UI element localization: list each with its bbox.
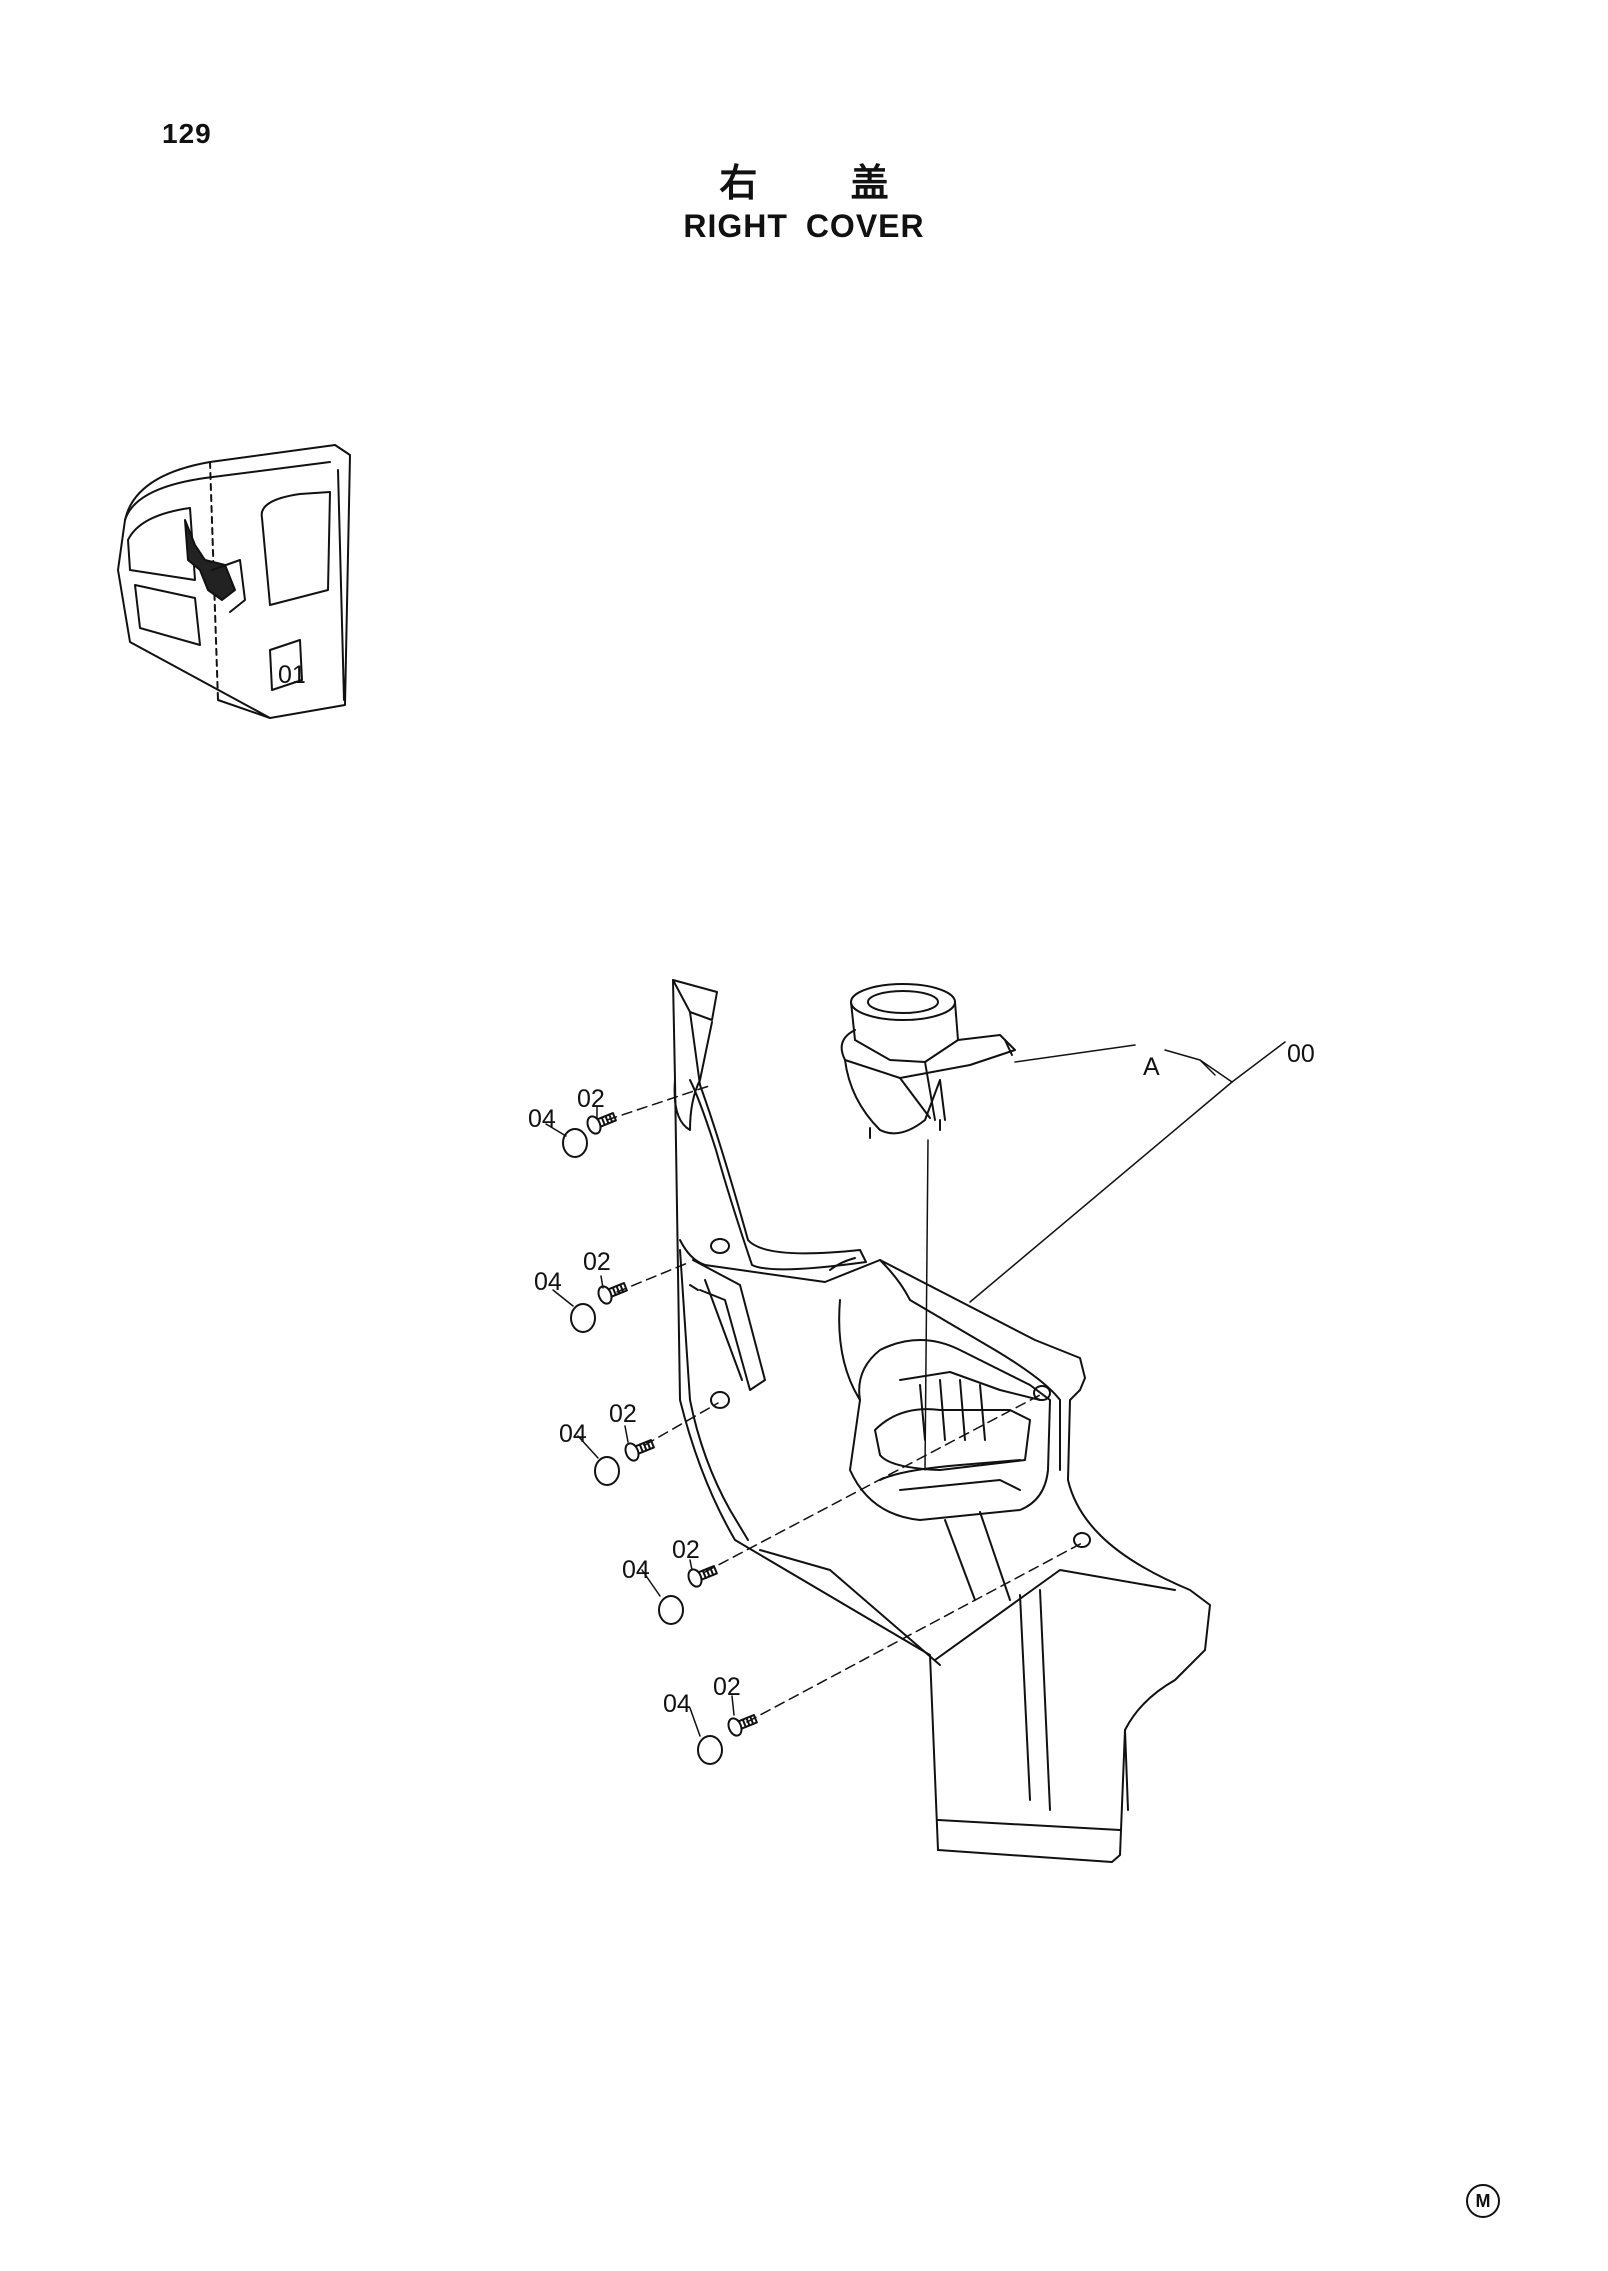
page-title: RIGHT COVER: [683, 208, 925, 244]
fastener-set-1: [562, 1112, 617, 1158]
label-leaders: [545, 1105, 735, 1737]
cab-inset-illustration: 01: [117, 444, 351, 719]
manufacturer-mark: M: [1466, 2184, 1500, 2218]
duct-outlet-part: [840, 983, 1016, 1139]
label-bolt: 02: [713, 1673, 741, 1701]
part-labels: A 00 02 04 02 04 02 04 02 04 02 04: [528, 1040, 1315, 1718]
cap-icon: [562, 1128, 588, 1158]
label-bolt: 02: [672, 1536, 700, 1564]
bolt-icon: [597, 1282, 628, 1305]
fastener-set-3: [594, 1439, 655, 1486]
fastener-set-2: [570, 1282, 628, 1333]
label-cap: 04: [534, 1268, 562, 1296]
label-bolt: 02: [583, 1248, 611, 1276]
label-bolt: 02: [577, 1085, 605, 1113]
cap-icon: [570, 1303, 596, 1333]
page-title-chinese: 右 盖: [719, 161, 929, 205]
label-bolt: 02: [609, 1400, 637, 1428]
label-cap: 04: [622, 1556, 650, 1584]
fastener-set-5: [697, 1714, 758, 1765]
cap-icon: [697, 1735, 723, 1765]
fastener-set-4: [658, 1565, 718, 1625]
view-label-a: A: [1143, 1053, 1160, 1081]
bolt-icon: [586, 1112, 617, 1135]
right-cover-panel: [672, 979, 1211, 1863]
bolt-icon: [727, 1714, 758, 1737]
cap-icon: [658, 1595, 684, 1625]
cap-icon: [594, 1456, 620, 1486]
label-assembly: 00: [1287, 1040, 1315, 1068]
label-cap: 04: [559, 1420, 587, 1448]
bolt-icon: [624, 1439, 655, 1462]
assembly-lines: [606, 1084, 1083, 1723]
page-number: 129: [162, 118, 212, 149]
label-cap: 04: [528, 1105, 556, 1133]
label-cap: 04: [663, 1690, 691, 1718]
leader-lines: [924, 1041, 1286, 1471]
inset-cover-number: 01: [278, 661, 306, 689]
